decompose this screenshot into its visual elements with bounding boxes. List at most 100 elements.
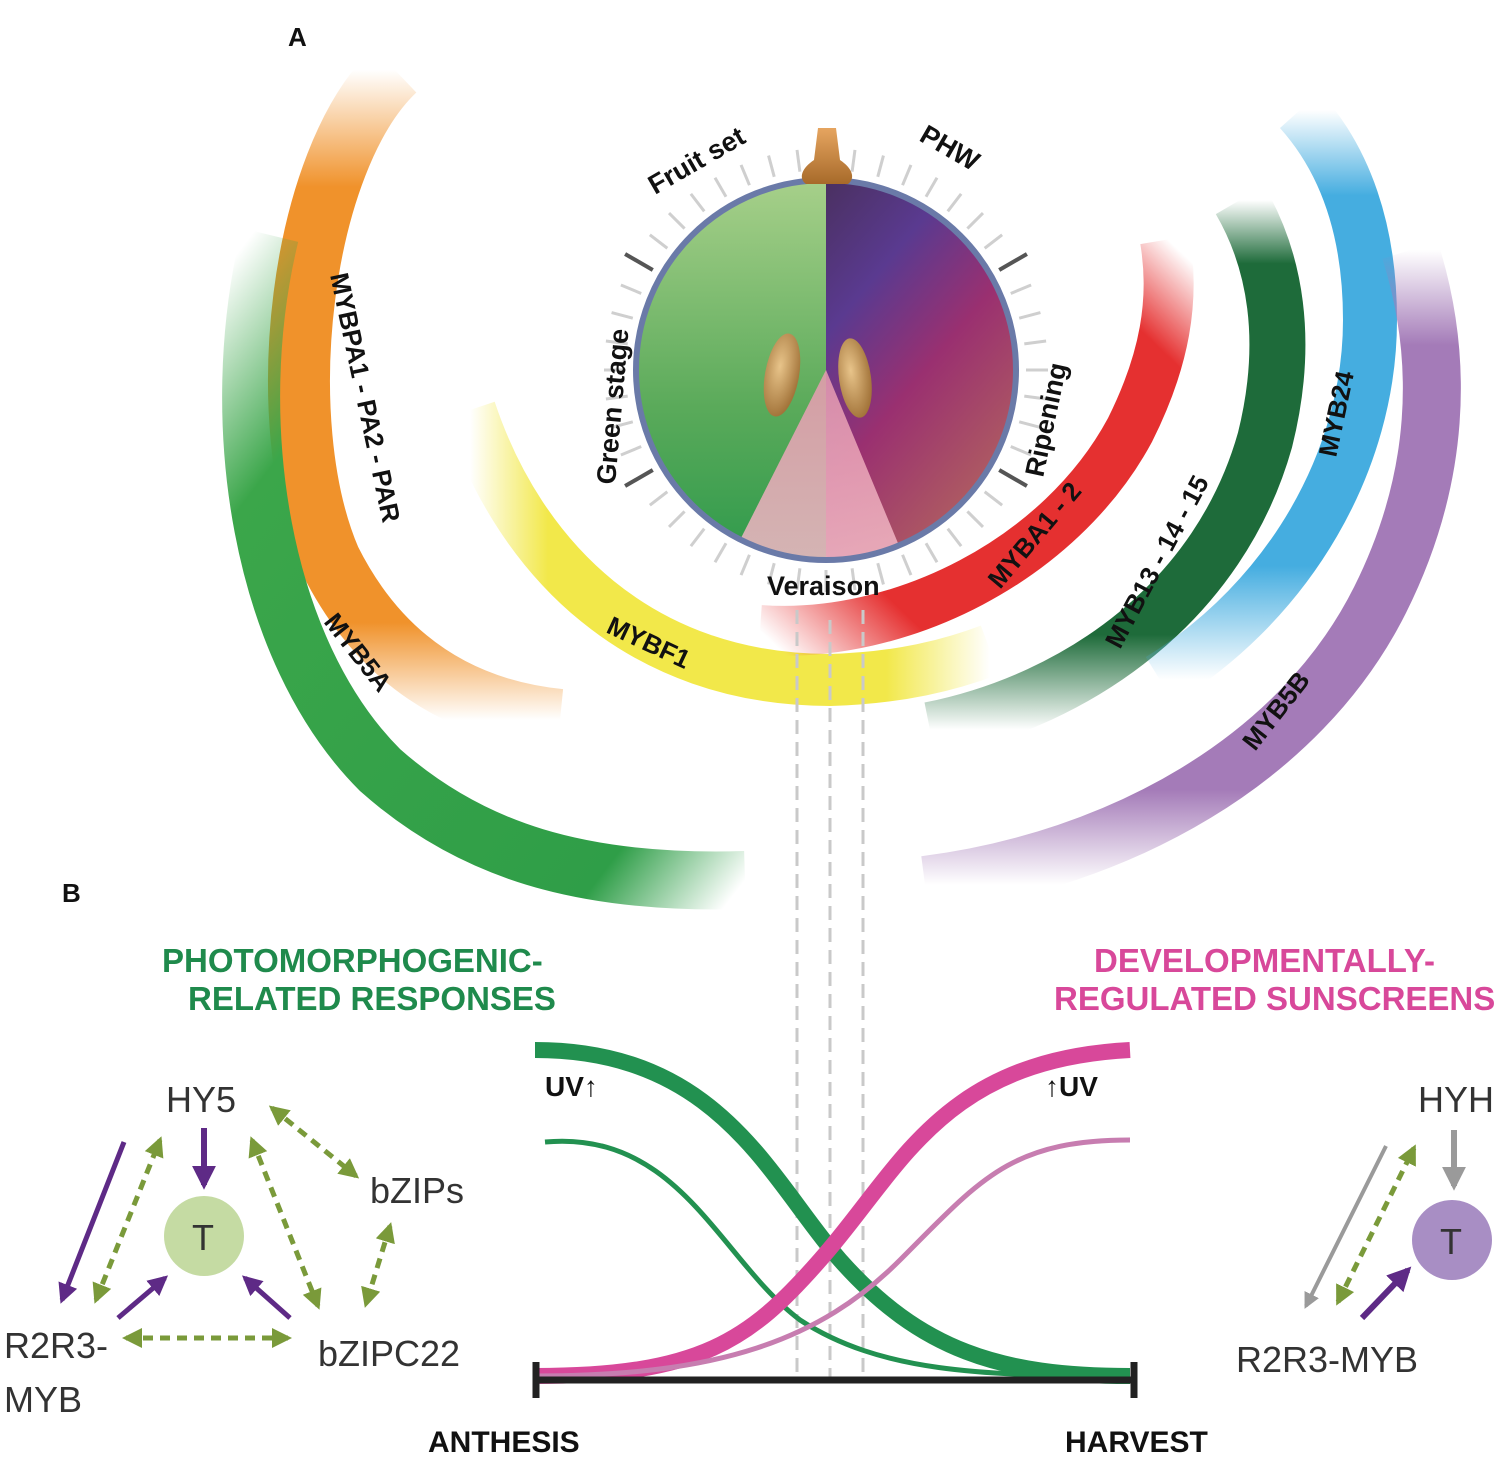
berry-stem	[801, 128, 853, 184]
green-curve-thin	[544, 1138, 1131, 1379]
arrow-r2r3-hyh	[1335, 1144, 1417, 1306]
arrow-hy5-bzipc22	[248, 1136, 322, 1310]
minor-tick	[667, 211, 686, 230]
hy5-label: HY5	[166, 1079, 236, 1120]
minor-tick	[713, 176, 728, 198]
minor-tick	[901, 164, 913, 186]
minor-tick	[605, 394, 628, 401]
minor-tick	[739, 554, 751, 576]
minor-tick	[876, 562, 885, 585]
berry-clock	[604, 128, 1048, 592]
right-t-node	[1412, 1200, 1492, 1280]
bzips-label: bZIPs	[370, 1170, 464, 1211]
minor-tick	[924, 176, 939, 198]
r2r3-label-line2: MYB	[4, 1379, 82, 1420]
right-r2r3-label: R2R3-MYB	[1236, 1339, 1418, 1380]
left-t-label: T	[192, 1217, 214, 1258]
minor-tick	[648, 233, 669, 250]
arrow-hy5-to-r2r3	[58, 1141, 127, 1304]
arc-myb13	[924, 185, 1306, 758]
heading-left-line1: PHOTOMORPHOGENIC-	[162, 942, 543, 979]
major-tick	[624, 468, 654, 488]
major-tick	[998, 252, 1028, 272]
minor-tick	[966, 510, 985, 529]
minor-tick	[924, 542, 939, 564]
stage-veraison: Veraison	[767, 571, 880, 601]
arrow-hy5-bzips	[268, 1105, 360, 1179]
arc-myba	[758, 235, 1194, 656]
panel-label-b: B	[62, 878, 81, 908]
minor-tick	[966, 211, 985, 230]
minor-tick	[1018, 420, 1041, 429]
minor-tick	[901, 554, 913, 576]
seed-left	[763, 333, 801, 417]
minor-tick	[713, 542, 728, 564]
minor-tick	[1018, 311, 1041, 320]
berry-purple-half	[826, 180, 1016, 560]
pink-curve-thin	[534, 1137, 1131, 1379]
minor-tick	[946, 527, 963, 548]
minor-tick	[667, 510, 686, 529]
arrow-r2r3-to-right-t	[1359, 1266, 1412, 1321]
myb-arcs	[222, 47, 1461, 914]
minor-tick	[850, 149, 857, 172]
minor-tick	[620, 283, 642, 295]
bzipc22-label: bZIPC22	[318, 1333, 460, 1374]
arc-myb5b	[921, 241, 1461, 914]
minor-tick	[795, 568, 802, 591]
arrow-r2r3-to-t	[116, 1275, 169, 1320]
minor-tick	[1010, 283, 1032, 295]
minor-tick	[605, 339, 628, 346]
heading-right-line2: REGULATED SUNSCREENS	[1054, 980, 1495, 1017]
arrow-bzips-bzipc22	[361, 1222, 395, 1308]
panel-label-a: A	[288, 22, 307, 52]
arc-mybpa	[268, 47, 564, 751]
pink-curve-thick	[534, 1042, 1131, 1384]
hyh-label: HYH	[1418, 1079, 1494, 1120]
arc-mybf1	[445, 401, 1000, 707]
uv-right-label: ↑UV	[1045, 1071, 1098, 1102]
expression-curves	[534, 1042, 1131, 1384]
minor-tick	[767, 155, 776, 178]
stage-fruit-set: Fruit set	[643, 121, 750, 200]
minor-tick	[689, 527, 706, 548]
heading-right-line1: DEVELOPMENTALLY-	[1094, 942, 1435, 979]
axis-end-label: HARVEST	[1065, 1426, 1208, 1459]
minor-tick	[620, 445, 642, 457]
minor-tick	[850, 568, 857, 591]
seed-right	[838, 338, 872, 418]
arrow-r2r3-hy5	[92, 1136, 164, 1304]
green-curve-thick	[534, 1042, 1131, 1384]
stage-phw: PHW	[915, 119, 985, 177]
arc-myb5a	[222, 228, 746, 910]
minor-tick	[946, 192, 963, 213]
veraison-guides	[795, 610, 865, 1378]
uv-left-label: UV↑	[545, 1071, 598, 1102]
axis-start-label: ANTHESIS	[428, 1426, 580, 1459]
minor-tick	[1024, 339, 1047, 346]
minor-tick	[689, 192, 706, 213]
major-tick	[624, 252, 654, 272]
minor-tick	[767, 562, 776, 585]
minor-tick	[739, 164, 751, 186]
stage-green: Green stage	[591, 327, 634, 485]
minor-tick	[648, 490, 669, 507]
berry-pink-wedge	[740, 370, 900, 562]
arrow-bzipc22-to-t	[242, 1275, 292, 1320]
minor-tick	[1010, 445, 1032, 457]
minor-tick	[611, 420, 634, 429]
major-tick	[998, 468, 1028, 488]
minor-tick	[876, 155, 885, 178]
minor-tick	[983, 490, 1004, 507]
right-t-label: T	[1440, 1221, 1462, 1262]
arc-myb24	[1145, 91, 1398, 703]
right-network: HYH T R2R3-MYB	[1236, 1079, 1494, 1380]
heading-left-line2: RELATED RESPONSES	[188, 980, 556, 1017]
clock-ticks	[604, 149, 1048, 592]
minor-tick	[795, 149, 802, 172]
stage-ripening: Ripening	[1020, 360, 1073, 479]
minor-tick	[611, 311, 634, 320]
minor-tick	[1024, 394, 1047, 401]
left-t-node	[164, 1196, 244, 1276]
